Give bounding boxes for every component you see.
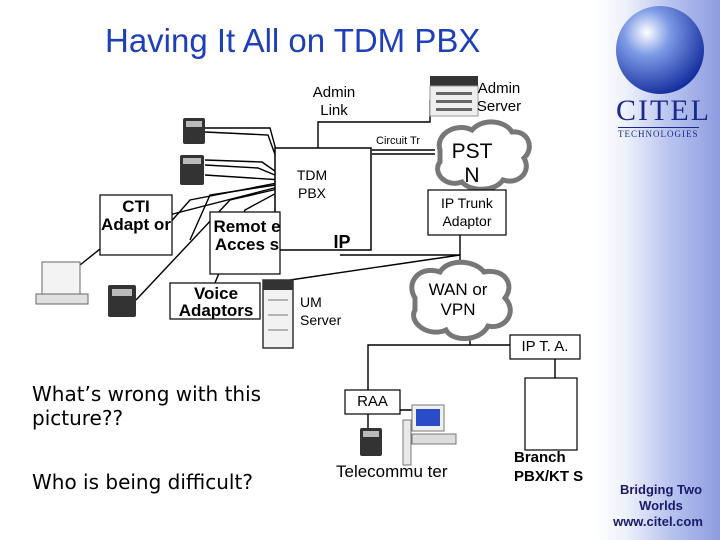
cti-adaptor-label: CTI Adapt or: [101, 197, 171, 234]
telecommuter-computer-icon: [402, 404, 457, 466]
circuit-trunk-lines: [372, 149, 435, 155]
phone-icon-1: [183, 118, 205, 144]
cti-workstation-icon: [35, 261, 89, 305]
footer-url[interactable]: www.citel.com: [613, 514, 703, 529]
phone-lines: [79, 127, 283, 301]
ip-trunk-adaptor-box: [427, 189, 507, 236]
who-difficult-text: Who is being difficult?: [32, 470, 253, 494]
telecommuter-label: Telecommu ter: [336, 462, 448, 481]
citel-logo-name: CITEL: [616, 94, 711, 127]
remote-access-label: Remot e Acces s: [213, 217, 281, 254]
admin-server-label: Admin Server: [476, 80, 522, 115]
pstn-label: PST N: [451, 140, 493, 187]
um-server-label: UM Server: [300, 294, 342, 328]
voice-adaptors-box: [169, 282, 261, 320]
ip-label: IP: [333, 232, 351, 252]
admin-link-label: Admin Link: [312, 84, 356, 119]
pstn-cloud: [435, 119, 532, 192]
whats-wrong-text: What’s wrong with this picture??: [32, 382, 262, 430]
ip-ta-box: [509, 334, 581, 360]
raa-label: RAA: [357, 393, 388, 410]
admin-server-device: [429, 76, 479, 117]
branch-pbx-box: [524, 377, 578, 451]
page-title: Having It All on TDM PBX: [105, 22, 481, 59]
raa-box: [344, 389, 401, 415]
ip-ta-label: IP T. A.: [521, 338, 569, 355]
cti-adaptor-box: [99, 194, 173, 256]
citel-logo-sub: TECHNOLOGIES: [618, 127, 699, 139]
circuit-trunk-label: Circuit Tr: [376, 135, 420, 147]
um-server-device: [262, 279, 294, 349]
citel-globe-icon: [616, 6, 704, 94]
remote-access-box: [209, 211, 281, 275]
phone-icon-2: [180, 155, 204, 185]
tdm-pbx-cabinet: [274, 147, 372, 251]
tdm-pbx-label: TDM PBX: [296, 167, 328, 201]
wan-vpn-cloud: [409, 259, 513, 341]
wan-vpn-label: WAN or VPN: [428, 280, 488, 319]
phone-icon-3: [108, 285, 136, 317]
phone-icon-4: [360, 428, 382, 456]
voice-adaptors-label: Voice Adaptors: [178, 284, 254, 320]
branch-pbx-label: Branch PBX/KT S: [514, 449, 584, 485]
footer-tagline: Bridging Two Worlds: [619, 482, 703, 513]
ip-trunk-adaptor-label: IP Trunk Adaptor: [441, 195, 493, 229]
